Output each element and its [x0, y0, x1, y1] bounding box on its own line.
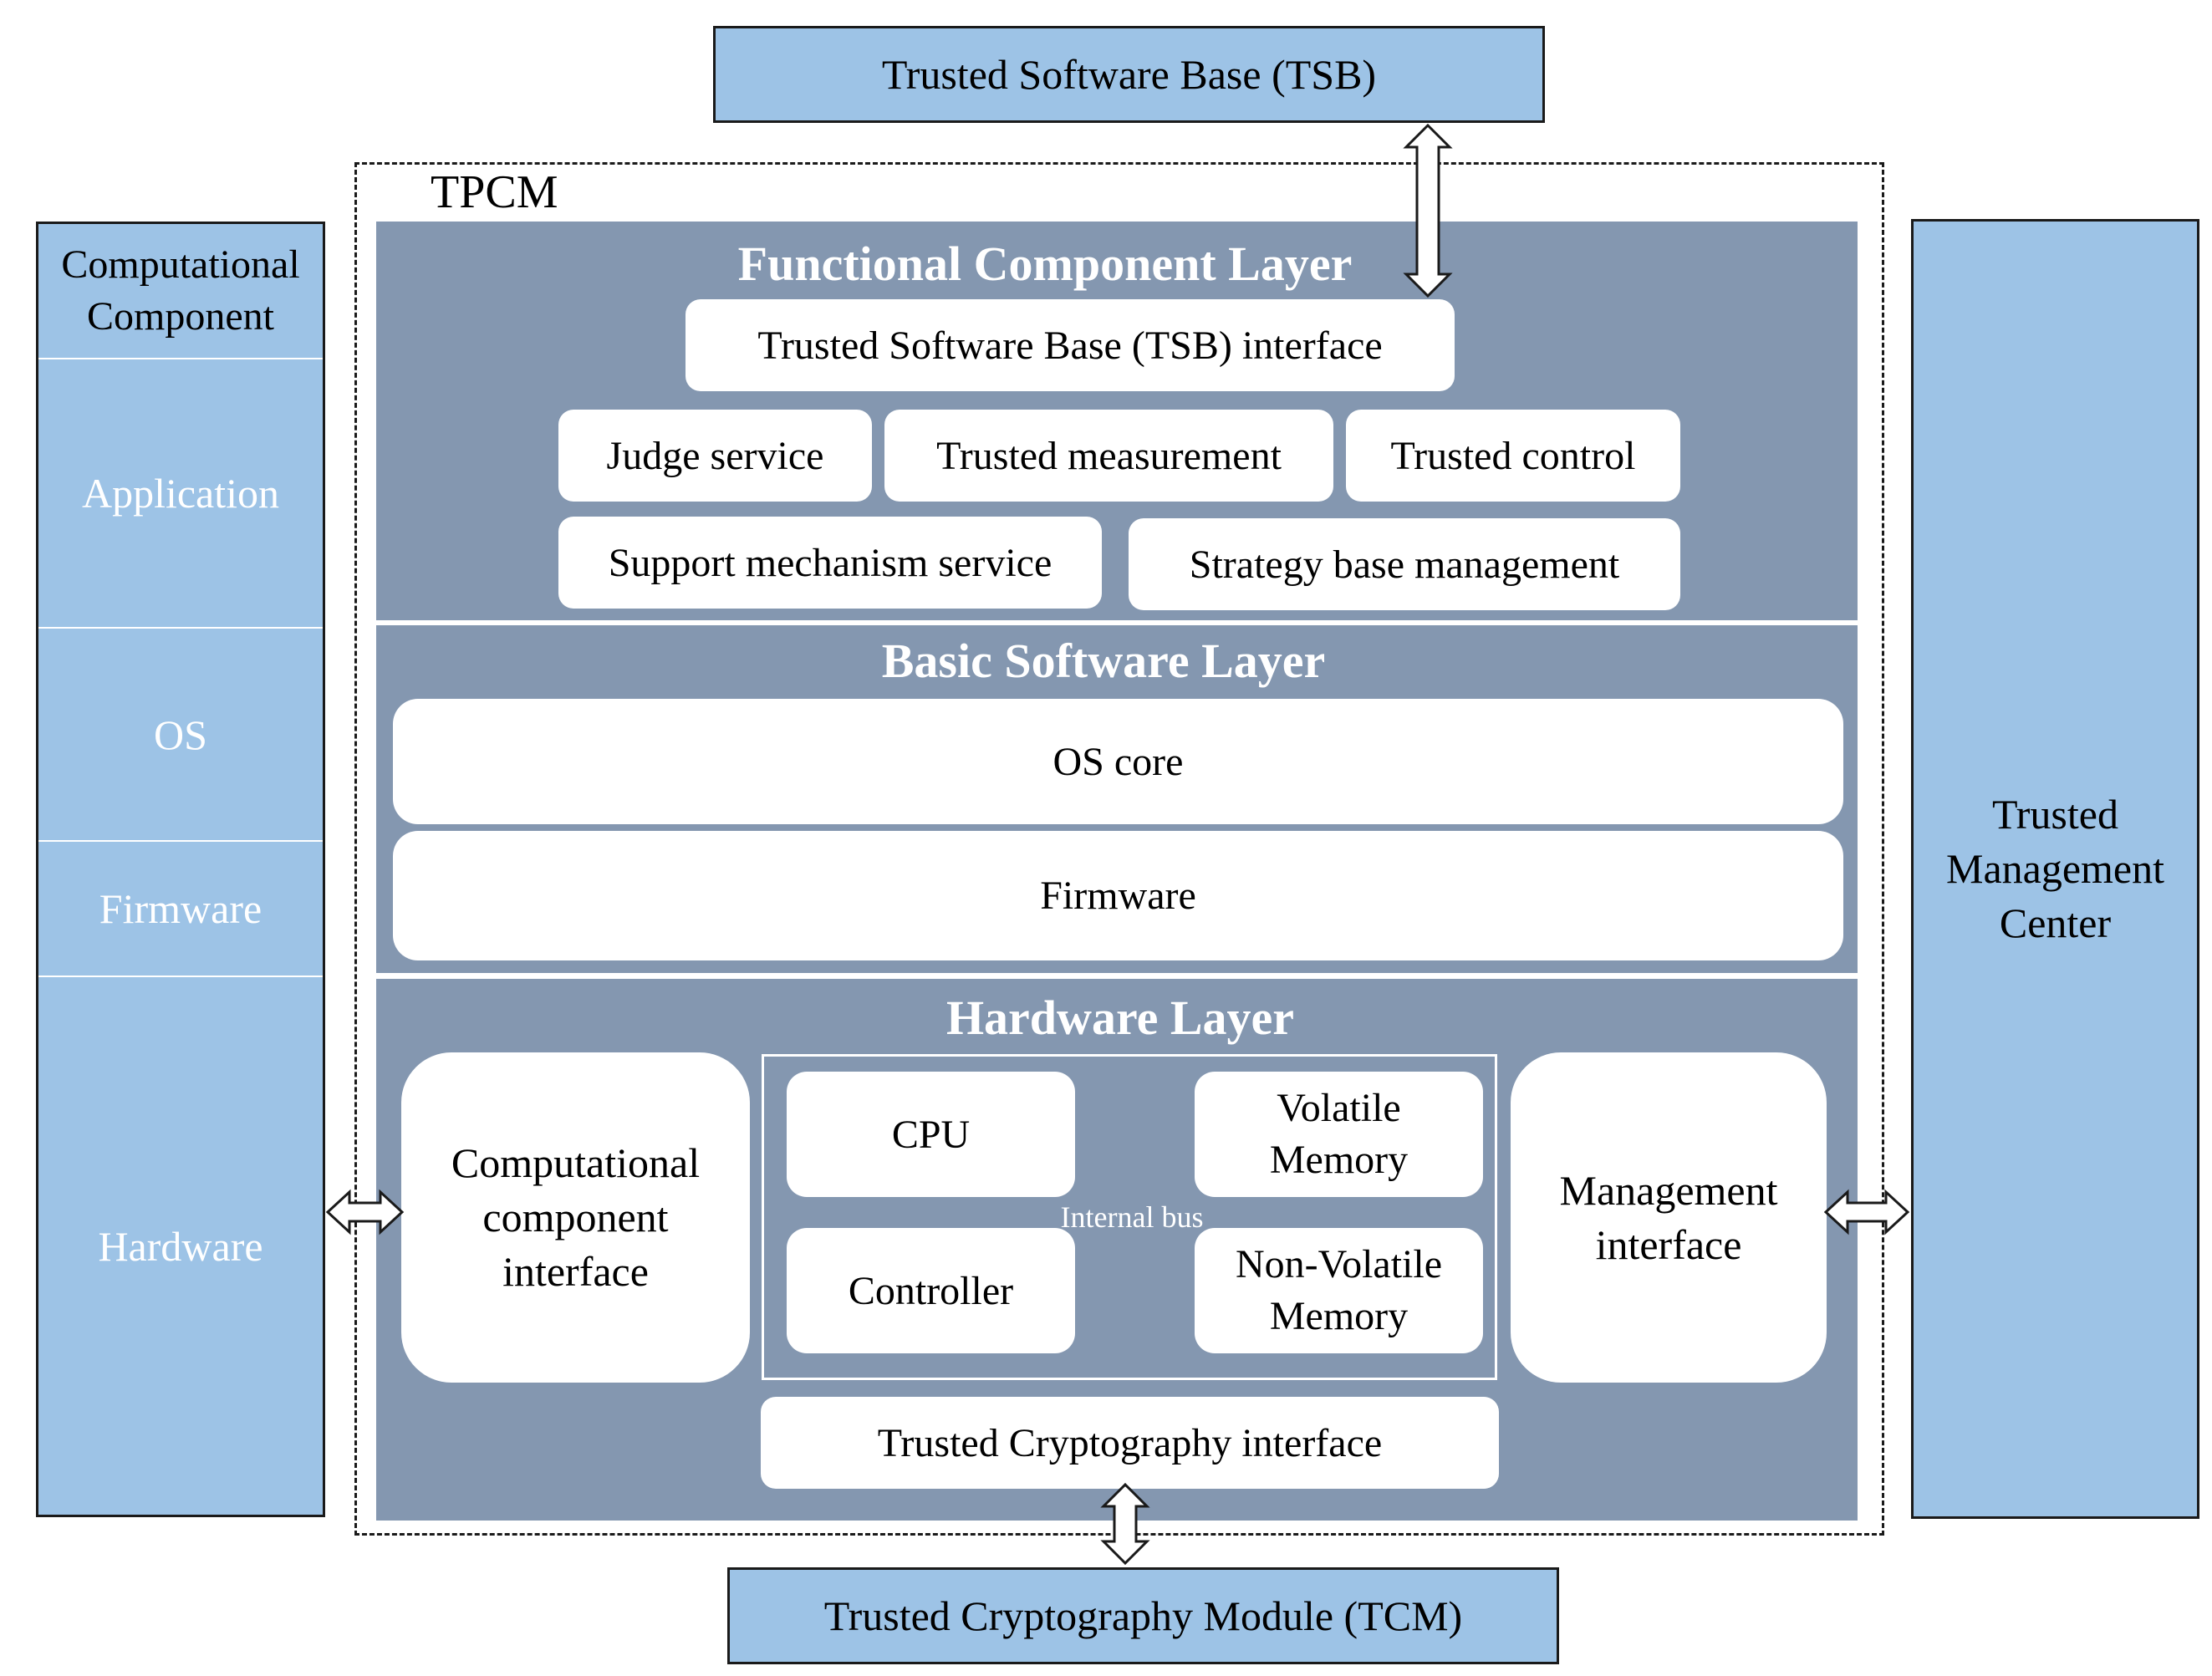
tmc-line-3: Center: [1999, 899, 2112, 946]
computational-component-column: Computational Component Application OS F…: [36, 222, 325, 1517]
tpcm-layers: Functional Component Layer Trusted Softw…: [374, 219, 1860, 1523]
strategy-base-box: Strategy base management: [1129, 518, 1680, 610]
tcm-double-arrow: [1100, 1482, 1150, 1566]
tsb-double-arrow: [1403, 123, 1453, 298]
left-cell-firmware: Firmware: [38, 840, 323, 976]
basic-software-layer: Basic Software Layer OS core Firmware: [376, 625, 1858, 973]
trusted-measurement-box: Trusted measurement: [884, 410, 1333, 502]
tsb-box: Trusted Software Base (TSB): [713, 26, 1545, 123]
non-volatile-memory-box: Non-Volatile Memory: [1195, 1228, 1483, 1353]
cpu-box: CPU: [787, 1072, 1075, 1197]
tsb-interface-box: Trusted Software Base (TSB) interface: [686, 299, 1455, 391]
basic-layer-title: Basic Software Layer: [881, 633, 1326, 688]
trusted-control-box: Trusted control: [1346, 410, 1680, 502]
hardware-layer: Hardware Layer Computational component i…: [376, 979, 1858, 1521]
tsb-label: Trusted Software Base (TSB): [881, 51, 1377, 98]
support-mechanism-box: Support mechanism service: [558, 517, 1102, 609]
volatile-line-1: Volatile: [1277, 1085, 1401, 1130]
firmware-box: Firmware: [393, 831, 1843, 960]
tcm-label: Trusted Cryptography Module (TCM): [823, 1592, 1463, 1639]
volatile-memory-box: Volatile Memory: [1195, 1072, 1483, 1197]
judge-service-box: Judge service: [558, 410, 872, 502]
right-double-arrow: [1823, 1189, 1910, 1235]
trusted-cryptography-interface-box: Trusted Cryptography interface: [761, 1397, 1499, 1489]
nonvolatile-line-2: Memory: [1269, 1294, 1409, 1338]
os-core-box: OS core: [393, 699, 1843, 824]
functional-layer-title: Functional Component Layer: [737, 236, 1353, 291]
nonvolatile-line-1: Non-Volatile: [1235, 1241, 1443, 1286]
internal-bus-frame: CPU Volatile Memory Internal bus Control…: [762, 1054, 1497, 1380]
management-interface-box: Management interface: [1511, 1052, 1827, 1383]
mgmt-line-2: interface: [1595, 1220, 1742, 1268]
volatile-line-2: Memory: [1269, 1138, 1409, 1182]
functional-component-layer: Functional Component Layer Trusted Softw…: [376, 222, 1858, 620]
left-cell-os: OS: [38, 627, 323, 840]
comp-if-line-2: component: [482, 1194, 669, 1240]
controller-box: Controller: [787, 1228, 1075, 1353]
header-line-2: Component: [87, 294, 274, 339]
left-cell-application: Application: [38, 358, 323, 627]
comp-if-line-3: interface: [502, 1248, 649, 1295]
mgmt-line-1: Management: [1559, 1166, 1778, 1214]
tmc-line-1: Trusted: [1992, 791, 2118, 838]
tcm-box: Trusted Cryptography Module (TCM): [727, 1567, 1559, 1664]
left-double-arrow: [325, 1189, 405, 1235]
hardware-layer-title: Hardware Layer: [945, 990, 1295, 1045]
computational-component-interface-box: Computational component interface: [401, 1052, 750, 1383]
computational-component-header: Computational Component: [38, 224, 323, 358]
comp-if-line-1: Computational: [451, 1139, 701, 1186]
left-cell-hardware: Hardware: [38, 976, 323, 1515]
trusted-management-center: Trusted Management Center: [1911, 219, 2199, 1519]
header-line-1: Computational: [61, 242, 300, 287]
tmc-line-2: Management: [1945, 845, 2164, 892]
internal-bus-label: Internal bus: [1060, 1200, 1204, 1234]
tpcm-label: TPCM: [431, 166, 558, 218]
